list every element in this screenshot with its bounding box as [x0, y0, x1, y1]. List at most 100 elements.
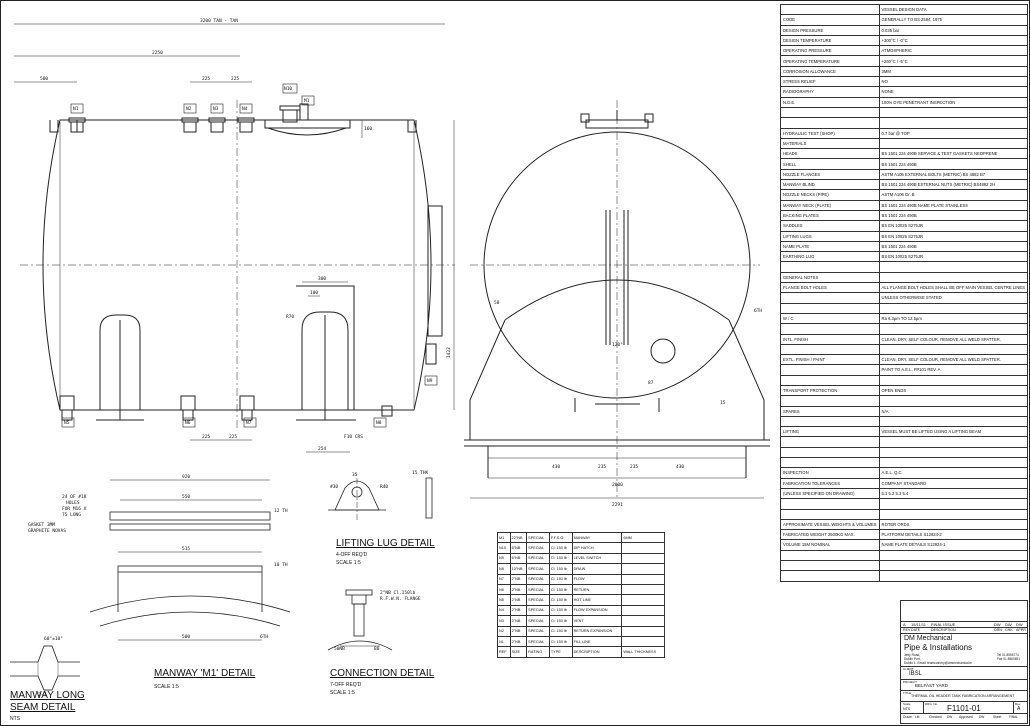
spec-value: 3MM: [878, 65, 1028, 78]
side-elevation: [14, 23, 455, 453]
spec-value: Ra 6.3µm TO 12.5µm: [878, 312, 1028, 325]
dim-100: 100: [310, 290, 318, 296]
spec-key: [780, 395, 880, 407]
nozzle-cell: LEVEL SWITCH: [571, 552, 623, 565]
lug-detail-qty: 4-OFF REQ'D: [336, 552, 368, 558]
nozzle-cell: N1: [497, 635, 511, 648]
spec-key: SADDLES: [780, 220, 880, 232]
mw-920: 920: [182, 474, 190, 480]
nozzle-cell: SPECIAL: [526, 573, 550, 585]
lug-30: #30: [330, 484, 338, 490]
dim-87: 87: [648, 380, 654, 386]
dim-225c: 225: [202, 434, 210, 440]
spec-key: [780, 117, 880, 129]
dim-2000: 2000: [612, 482, 623, 488]
nozzle-cell: RETURN: [571, 583, 623, 596]
nozzle-cell: 22"NB: [509, 531, 528, 544]
mw-holes-1: HOLES: [66, 500, 80, 506]
nozzle-cell: 2"NB: [509, 604, 528, 617]
spec-key: OPERATING PRESSURE: [780, 45, 880, 57]
spec-value: NAME PLATE DETAILS S12924-1: [878, 539, 1028, 551]
tag-n7: N7: [246, 420, 252, 426]
spec-value: VESSEL DESIGN DATA: [878, 3, 1028, 16]
rev-appr: DW: [1016, 622, 1023, 627]
dim-430b: 430: [676, 464, 684, 470]
nozzle-cell: Cl. 150 lb: [548, 573, 573, 585]
mw-10th: 10 TH: [274, 562, 288, 568]
drg-label: DRG. No.: [925, 702, 939, 706]
spec-value: [878, 498, 1028, 510]
manway-detail: [89, 479, 291, 641]
footer-checked-by: DW: [947, 715, 953, 719]
dim-120: 120°: [612, 342, 623, 348]
dim-f10: F10 CRS: [344, 434, 363, 440]
spec-row: [780, 261, 1028, 273]
nozzle-cell: FLOW EXPANSION: [571, 604, 623, 617]
nozzle-cell: [621, 573, 665, 585]
nozzle-cell: Cl. 150 lb: [548, 542, 573, 554]
spec-key: MANWAY NECK (PLATE): [780, 199, 880, 211]
mw-550: 550: [182, 494, 190, 500]
project-value: BELFAST YARD: [915, 683, 949, 688]
spec-row: [780, 446, 1028, 459]
spec-value: [878, 261, 1028, 273]
spec-key: [780, 570, 880, 582]
nozzle-cell: 6"NB: [509, 552, 528, 565]
spec-key: [780, 343, 880, 356]
spec-row: [780, 498, 1028, 510]
spec-value: ASTM A105 EXTERNAL BOLTS (METRIC) BS 488…: [878, 168, 1028, 181]
scale-label: Scale: [903, 702, 911, 706]
end-elevation: [464, 100, 770, 500]
manway-detail-title: MANWAY 'M1' DETAIL: [154, 668, 256, 679]
spec-value: [878, 457, 1028, 469]
rev-h-desc: DESCRIPTION: [931, 628, 956, 632]
spec-key: [780, 292, 880, 304]
spec-value: [878, 343, 1028, 356]
nozzle-cell: [621, 583, 665, 596]
spec-key: NOZZLE FLANGES: [780, 168, 880, 181]
dim-2250: 2250: [152, 50, 163, 56]
nozzle-cell: 6MM: [621, 531, 665, 544]
spec-value: ALL FLANGE BOLT HOLES SHALL BE OFF MAIN …: [878, 282, 1028, 294]
nozzle-cell: WALL THICKNESS: [621, 646, 665, 658]
spec-row: OPERATING TEMPERATURE+260°C / -5°C: [780, 55, 1028, 67]
spec-row: [780, 343, 1028, 356]
dim-225a: 225: [202, 76, 210, 82]
spec-key: GENERAL NOTES: [780, 271, 880, 284]
address-3: Dublin 1. Email: teamcotnery@dmmechanica…: [904, 661, 972, 665]
footer-sheet-value: FINAL: [1009, 715, 1019, 719]
title-block: A 15/11/11 FINAL ISSUE DW DW DW REV DATE…: [900, 600, 1028, 724]
dim-r70: R70: [286, 314, 294, 320]
nozzle-cell: Cl. 150 lb: [548, 563, 573, 575]
mw-6th: 6TH: [260, 634, 268, 640]
spec-key: INTL. FINISH: [780, 333, 880, 345]
mw-gasket-0: GASKET 3MM: [28, 522, 55, 528]
nozzle-cell: N6: [497, 583, 511, 596]
spec-row: VESSEL DESIGN DATA: [780, 3, 1028, 16]
tag-n5: N5: [64, 420, 70, 426]
spec-key: APPROXIMATE VESSEL WEIGHTS & VOLUMES: [780, 518, 880, 531]
drawing-number: F1101-01: [947, 704, 981, 713]
nozzle-cell: MANWAY: [571, 531, 623, 544]
spec-value: ASTM A106 Gr. B: [878, 189, 1028, 201]
nozzle-cell: SIZE: [509, 646, 528, 658]
nozzle-cell: [621, 542, 665, 554]
spec-key: N.D.E.: [780, 96, 880, 108]
scale-value: NTS: [903, 707, 911, 711]
connection-detail-qty: 7-OFF REQ'D: [330, 682, 362, 688]
spec-key: DESIGN TEMPERATURE: [780, 34, 880, 47]
nozzle-cell: 2"NB: [509, 573, 528, 585]
fax: Fax 01 8560651: [997, 657, 1021, 661]
dim-1422: 1422: [446, 347, 452, 358]
